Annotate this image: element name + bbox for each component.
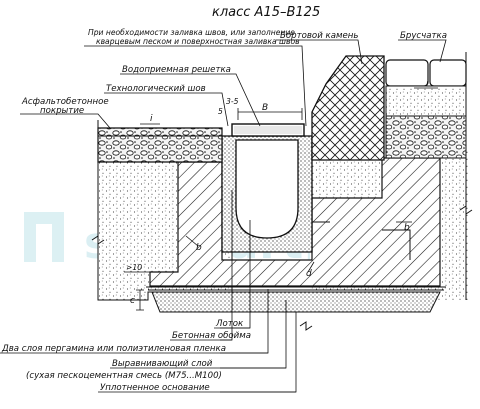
asphalt-label-line1: Асфальтобетонное (21, 97, 109, 107)
dimension-d: d (306, 269, 312, 279)
legend: Лоток Бетонная обойма Два слоя пергамина… (0, 319, 296, 393)
paving-bricks (385, 59, 467, 159)
legend-levelling-mix: (сухая пескоцементная смесь (М75...М100) (26, 371, 222, 381)
asphalt-pavement (97, 127, 223, 163)
sealing-note-line2: кварцевым песком и поверхностная заливка… (96, 37, 300, 46)
slope-left: i (150, 114, 153, 124)
curb-stone (311, 55, 385, 161)
dimension-b-right: b (404, 223, 410, 233)
dimension-c: c (130, 296, 135, 306)
grate-label: Водоприемная решетка (122, 65, 231, 75)
legend-tray: Лоток (215, 319, 244, 329)
legend-compacted-base: Уплотненное основание (100, 383, 210, 393)
channel-cavity (235, 139, 299, 239)
paving-brick-label: Брусчатка (400, 31, 447, 41)
dimension-joint-5: 5 (218, 107, 223, 116)
dimension-b-left: b (196, 243, 202, 253)
asphalt-label-line2: покрытие (40, 106, 84, 116)
sealing-note-line1: При необходимости заливка швов, или запо… (88, 28, 295, 37)
slope-right: i (426, 79, 429, 89)
diagram-title: класс А15–В125 (212, 5, 320, 20)
legend-levelling-layer: Выравнивающий слой (112, 359, 213, 369)
dimension-joint-3-5: 3-5 (226, 97, 239, 106)
curb-stone-label: Бортовой камень (280, 31, 358, 41)
levelling-layer (151, 291, 441, 313)
legend-concrete-casing: Бетонная обойма (172, 331, 251, 341)
dimension-min-10: >10 (126, 263, 142, 272)
legend-film: Два слоя пергамина или полиэтиленовая пл… (1, 344, 226, 354)
dimension-B: B (262, 103, 268, 113)
film-layer (146, 286, 446, 291)
tech-joint-label: Технологический шов (106, 84, 206, 94)
